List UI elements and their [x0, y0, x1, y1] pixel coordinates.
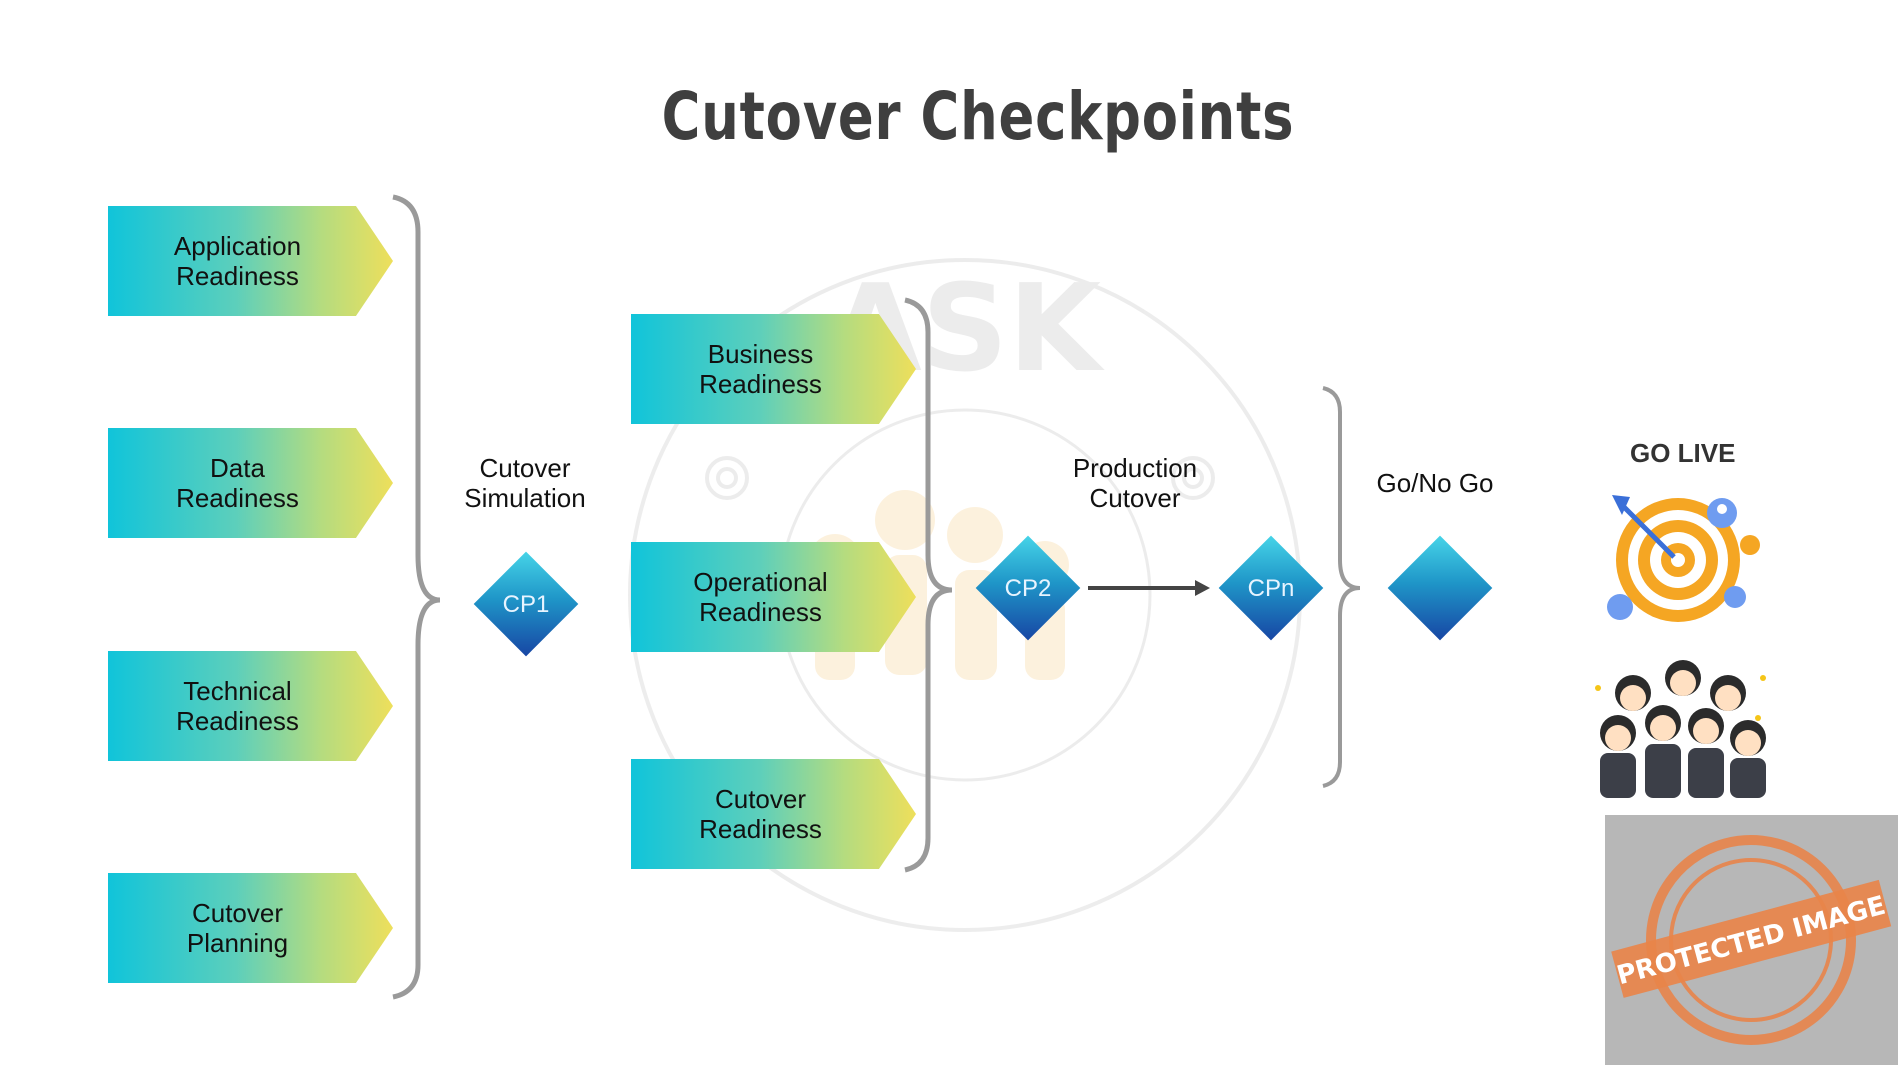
stamp-graphic: PROTECTED IMAGE [1611, 835, 1892, 1045]
cpn-label: CPn [1247, 575, 1295, 602]
chevron-business-readiness: Business Readiness [631, 314, 916, 424]
watermark-gear-icon [705, 456, 1215, 500]
cp2-label: CP2 [1004, 575, 1052, 602]
caption-go-no-go: Go/No Go [1376, 468, 1494, 498]
team-celebration-icon [1595, 660, 1766, 798]
chevron-label: Technical Readiness [176, 676, 299, 736]
chevron-operational-readiness: Operational Readiness [631, 542, 916, 652]
chevron-cutover-planning: Cutover Planning [108, 873, 393, 983]
chevron-cutover-readiness: Cutover Readiness [631, 759, 916, 869]
protected-image-stamp: PROTECTED IMAGE [1605, 815, 1898, 1065]
chevron-label: Data Readiness [176, 453, 299, 513]
brace-group-1 [392, 194, 441, 1000]
chevron-data-readiness: Data Readiness [108, 428, 393, 538]
caption-cutover-simulation: Cutover Simulation [464, 453, 586, 513]
chevron-label: Application Readiness [173, 231, 302, 291]
chevron-label: Cutover Readiness [699, 784, 822, 844]
caption-production-cutover: Production Cutover [1072, 453, 1198, 513]
chevron-technical-readiness: Technical Readiness [108, 651, 393, 761]
brace-group-2 [904, 297, 953, 873]
chevron-label: Cutover Planning [186, 898, 289, 958]
brace-gonogo [1322, 386, 1361, 788]
page-title: Cutover Checkpoints [661, 78, 1295, 155]
cp1-label: CP1 [502, 591, 550, 618]
arrow-cp2-to-cpn [1088, 580, 1210, 596]
chevron-label: Business Readiness [699, 339, 822, 399]
chevron-label: Operational Readiness [693, 567, 828, 627]
chevron-application-readiness: Application Readiness [108, 206, 393, 316]
target-icon [1607, 495, 1760, 622]
go-live-label: GO LIVE [1630, 438, 1736, 468]
